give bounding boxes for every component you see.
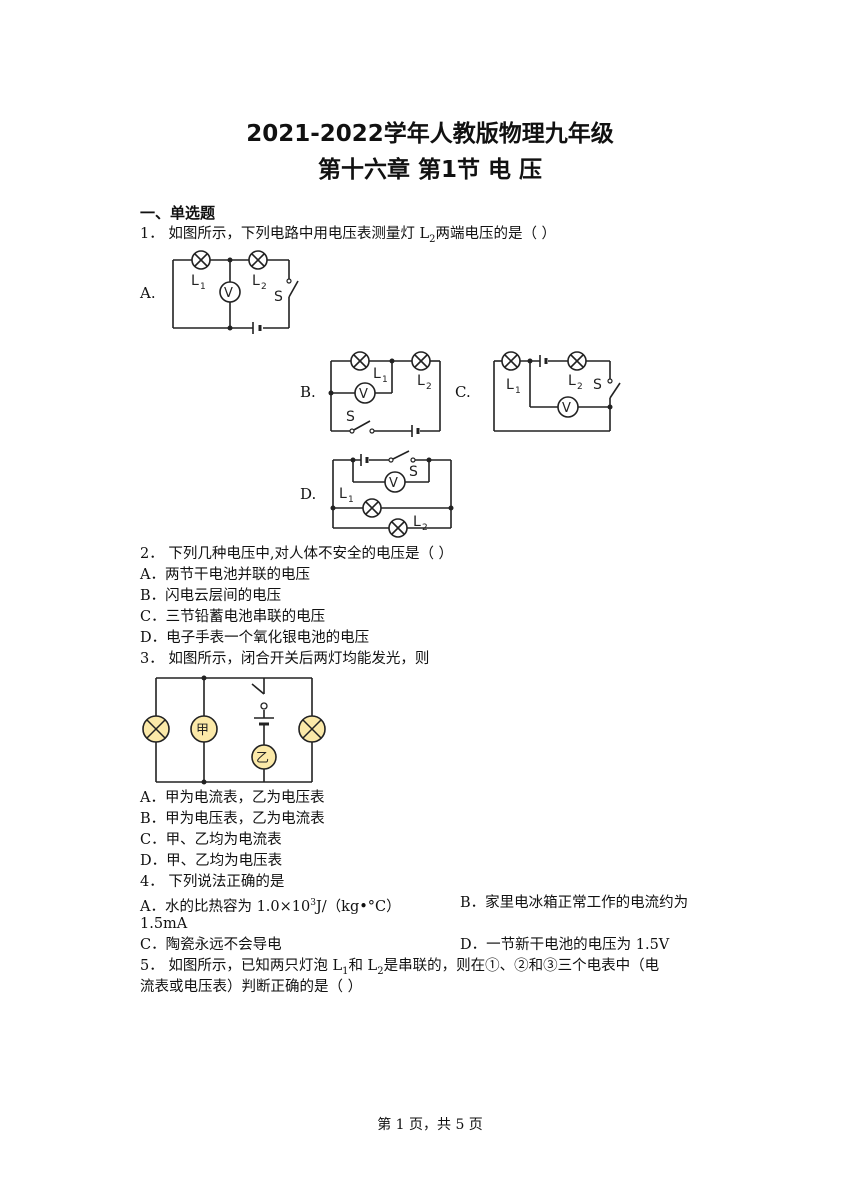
q2-option-c: C．三节铅蓄电池串联的电压 bbox=[140, 609, 326, 625]
q3-stem: 3． 如图所示，闭合开关后两灯均能发光，则 bbox=[140, 651, 430, 667]
q4-stem: 4． 下列说法正确的是 bbox=[140, 874, 285, 890]
svg-text:1: 1 bbox=[382, 375, 388, 385]
svg-text:1: 1 bbox=[200, 282, 206, 292]
q2-option-b: B．闪电云层间的电压 bbox=[140, 588, 282, 604]
q1-option-d-label: D. bbox=[300, 485, 317, 503]
svg-text:1: 1 bbox=[348, 495, 354, 505]
q1-stem-prefix: 1． 如图所示，下列电路中用电压表测量灯 L bbox=[140, 226, 430, 242]
svg-text:L: L bbox=[417, 373, 425, 389]
q4-option-b-cont: 1.5mA bbox=[140, 916, 188, 932]
q5-stem-line1: 5． 如图所示，已知两只灯泡 L1和 L2是串联的，则在①、②和③三个电表中（电 bbox=[140, 958, 660, 977]
section-heading: 一、单选题 bbox=[140, 204, 216, 222]
svg-text:L: L bbox=[252, 273, 260, 289]
q2-stem: 2． 下列几种电压中,对人体不安全的电压是（ ） bbox=[140, 546, 454, 562]
svg-text:L: L bbox=[506, 377, 514, 393]
svg-text:L: L bbox=[191, 273, 199, 289]
q3-meter-jia: 甲 bbox=[196, 723, 209, 738]
svg-text:L: L bbox=[568, 373, 576, 389]
svg-text:S: S bbox=[593, 377, 602, 393]
q3-option-a: A．甲为电流表，乙为电压表 bbox=[140, 790, 325, 806]
svg-text:1: 1 bbox=[515, 386, 521, 396]
q4-option-d: D．一节新干电池的电压为 1.5V bbox=[460, 937, 670, 953]
svg-text:2: 2 bbox=[261, 282, 267, 292]
svg-text:V: V bbox=[389, 476, 398, 491]
q1-circuit-d: V S L 1 L 2 bbox=[330, 450, 454, 538]
q4-option-b: B．家里电冰箱正常工作的电流约为 bbox=[460, 895, 689, 911]
q2-option-a: A．两节干电池并联的电压 bbox=[140, 567, 310, 583]
svg-text:L: L bbox=[339, 486, 347, 502]
svg-text:S: S bbox=[346, 409, 355, 425]
q3-option-b: B．甲为电压表，乙为电流表 bbox=[140, 811, 325, 827]
title-line-2: 第十六章 第1节 电 压 bbox=[317, 157, 543, 183]
q3-option-c: C．甲、乙均为电流表 bbox=[140, 832, 282, 848]
q3-circuit: 甲 乙 bbox=[142, 675, 326, 785]
svg-text:2: 2 bbox=[422, 523, 428, 533]
q1-circuit-c: V L 1 L 2 S bbox=[493, 351, 621, 432]
q4-option-a: A．水的比热容为 1.0×103J/（kg•°C） bbox=[140, 898, 401, 915]
q2-option-d: D．电子手表一个氧化银电池的电压 bbox=[140, 630, 370, 646]
q4-option-c: C．陶瓷永远不会导电 bbox=[140, 937, 282, 953]
svg-text:V: V bbox=[359, 387, 368, 402]
q1-circuit-a: V L 1 L 2 S bbox=[172, 250, 299, 334]
svg-text:S: S bbox=[274, 289, 283, 305]
svg-text:2: 2 bbox=[577, 382, 583, 392]
q1-stem-sub: 2 bbox=[429, 233, 436, 245]
title-line-1: 2021-2022学年人教版物理九年级 bbox=[246, 121, 614, 147]
q1-option-b-label: B. bbox=[300, 383, 316, 401]
page-footer: 第 1 页，共 5 页 bbox=[377, 1117, 483, 1133]
q3-option-d: D．甲、乙均为电压表 bbox=[140, 853, 283, 869]
q1-stem-suffix: 两端电压的是（ ） bbox=[435, 226, 557, 242]
q1-option-a-label: A. bbox=[140, 284, 156, 302]
q1-circuit-b: V L 1 L 2 S bbox=[328, 351, 441, 437]
svg-text:S: S bbox=[409, 464, 418, 480]
q5-stem-line2: 流表或电压表）判断正确的是（ ） bbox=[140, 979, 363, 995]
svg-text:L: L bbox=[413, 514, 421, 530]
q3-meter-yi: 乙 bbox=[256, 751, 269, 766]
q1a-voltmeter-label: V bbox=[224, 286, 233, 301]
q1-stem: 1． 如图所示，下列电路中用电压表测量灯 L2两端电压的是（ ） bbox=[140, 224, 556, 250]
svg-text:V: V bbox=[562, 401, 571, 416]
q1-option-c-label: C. bbox=[455, 383, 471, 401]
svg-text:L: L bbox=[373, 366, 381, 382]
svg-text:2: 2 bbox=[426, 382, 432, 392]
